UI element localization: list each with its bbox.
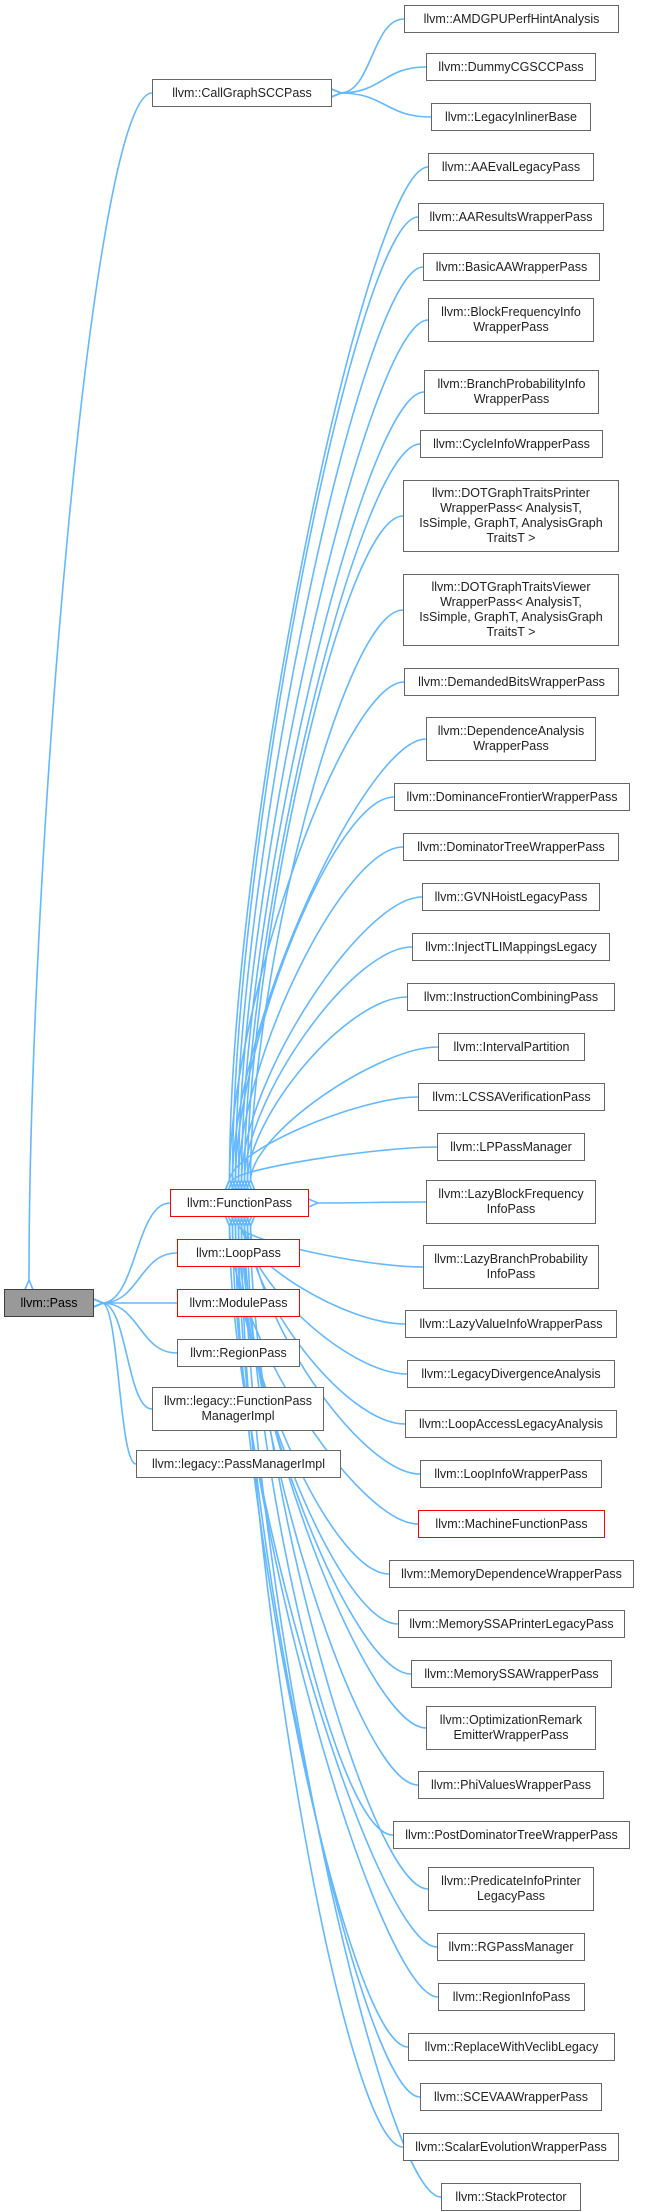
node-optimizationremarkemitterwrapperpass[interactable]: llvm::OptimizationRemark EmitterWrapperP… xyxy=(426,1706,596,1750)
edge-looppass-to-pass xyxy=(102,1252,178,1303)
edge-lcssaverif-to-functionpass xyxy=(230,1096,419,1181)
node-aaevallegacypass[interactable]: llvm::AAEvalLegacyPass xyxy=(428,153,594,181)
edge-domtree-to-functionpass xyxy=(239,846,404,1181)
node-modulepass[interactable]: llvm::ModulePass xyxy=(177,1289,300,1317)
node-dependenceanalysiswrapperpass[interactable]: llvm::DependenceAnalysis WrapperPass xyxy=(426,717,596,761)
node-functionpass[interactable]: llvm::FunctionPass xyxy=(170,1189,309,1217)
node-lazyvalueinfowrapperpass[interactable]: llvm::LazyValueInfoWrapperPass xyxy=(405,1310,617,1338)
edge-branchprob-to-functionpass xyxy=(242,391,425,1181)
node-legacydivergenceanalysis[interactable]: llvm::LegacyDivergenceAnalysis xyxy=(407,1360,615,1388)
node-dummycgsccpass[interactable]: llvm::DummyCGSCCPass xyxy=(426,53,596,81)
edge-memdep-to-functionpass xyxy=(233,1225,390,1575)
node-amdgpuperfhintanalysis[interactable]: llvm::AMDGPUPerfHintAnalysis xyxy=(404,5,619,33)
node-aaresultswrapperpass[interactable]: llvm::AAResultsWrapperPass xyxy=(418,203,604,231)
edge-domfrontier-to-functionpass xyxy=(236,796,395,1181)
edge-pmimpl-to-pass xyxy=(102,1303,137,1465)
node-stackprotector[interactable]: llvm::StackProtector xyxy=(441,2183,581,2211)
node-phivalueswrapperpass[interactable]: llvm::PhiValuesWrapperPass xyxy=(418,1771,604,1799)
node-postdominatortreewrapperpass[interactable]: llvm::PostDominatorTreeWrapperPass xyxy=(393,1821,630,1849)
node-dominancefrontierwrapperpass[interactable]: llvm::DominanceFrontierWrapperPass xyxy=(394,783,630,811)
node-regionpass[interactable]: llvm::RegionPass xyxy=(177,1339,300,1367)
edge-postdomtree-to-functionpass xyxy=(248,1225,394,1836)
node-dominatortreewrapperpass[interactable]: llvm::DominatorTreeWrapperPass xyxy=(403,833,619,861)
edge-gvnhoist-to-functionpass xyxy=(242,896,423,1181)
node-llvm-pass[interactable]: llvm::Pass xyxy=(4,1289,94,1317)
node-memoryssawrapperpass[interactable]: llvm::MemorySSAWrapperPass xyxy=(411,1660,612,1688)
node-demandedbitswrapperpass[interactable]: llvm::DemandedBitsWrapperPass xyxy=(404,668,619,696)
edge-fpmimpl-to-pass xyxy=(102,1303,153,1410)
node-legacyinlinerbase[interactable]: llvm::LegacyInlinerBase xyxy=(431,103,591,131)
node-dotgraphtraitsviewerwrapperpass[interactable]: llvm::DOTGraphTraitsViewer WrapperPass< … xyxy=(403,574,619,646)
edge-blockfreq-to-functionpass xyxy=(239,319,429,1181)
node-regioninfopass[interactable]: llvm::RegionInfoPass xyxy=(438,1983,585,2011)
node-predicateinfoprinterlegacypass[interactable]: llvm::PredicateInfoPrinter LegacyPass xyxy=(428,1867,594,1911)
edge-scevaa-to-functionpass xyxy=(239,1225,421,2098)
node-memoryssaprinterlegacypass[interactable]: llvm::MemorySSAPrinterLegacyPass xyxy=(398,1610,625,1638)
node-lcssaverificationpass[interactable]: llvm::LCSSAVerificationPass xyxy=(418,1083,605,1111)
node-cycleinfowrapperpass[interactable]: llvm::CycleInfoWrapperPass xyxy=(420,430,603,458)
edge-aaeval-to-functionpass xyxy=(230,166,429,1181)
edge-amdgpu-to-callgraphscc xyxy=(340,18,405,93)
node-legacy-passmanagerimpl[interactable]: llvm::legacy::PassManagerImpl xyxy=(136,1450,341,1478)
node-gvnhoistlegacypass[interactable]: llvm::GVNHoistLegacyPass xyxy=(422,883,600,911)
edge-lazyblockfreq-to-functionpass xyxy=(317,1202,427,1203)
edge-predinfo-to-functionpass xyxy=(251,1225,429,1890)
node-intervalpartition[interactable]: llvm::IntervalPartition xyxy=(438,1033,585,1061)
edge-lppm-to-functionpass xyxy=(233,1146,438,1181)
node-lppassmanager[interactable]: llvm::LPPassManager xyxy=(437,1133,585,1161)
node-looppass[interactable]: llvm::LoopPass xyxy=(177,1239,300,1267)
node-scevaawrapperpass[interactable]: llvm::SCEVAAWrapperPass xyxy=(420,2083,602,2111)
edge-dotviewer-to-functionpass xyxy=(251,609,404,1181)
node-rgpassmanager[interactable]: llvm::RGPassManager xyxy=(437,1933,585,1961)
node-lazyblockfrequencyinfopass[interactable]: llvm::LazyBlockFrequency InfoPass xyxy=(426,1180,596,1224)
edge-dummycg-to-callgraphscc xyxy=(340,66,427,93)
edge-aaresults-to-functionpass xyxy=(233,216,419,1181)
node-branchprobabilityinfowrapperpass[interactable]: llvm::BranchProbabilityInfo WrapperPass xyxy=(424,370,599,414)
node-dotgraphtraitsprinterwrapperpass[interactable]: llvm::DOTGraphTraitsPrinter WrapperPass<… xyxy=(403,480,619,552)
node-loopinfowrapperpass[interactable]: llvm::LoopInfoWrapperPass xyxy=(420,1460,602,1488)
edge-legacyinliner-to-callgraphscc xyxy=(340,93,432,118)
node-machinefunctionpass[interactable]: llvm::MachineFunctionPass xyxy=(418,1510,605,1538)
edge-dependence-to-functionpass xyxy=(233,738,427,1181)
node-blockfrequencyinfowrapperpass[interactable]: llvm::BlockFrequencyInfo WrapperPass xyxy=(428,298,594,342)
edge-basicaa-to-functionpass xyxy=(236,266,424,1181)
node-replacewithveclibLegacy[interactable]: llvm::ReplaceWithVeclibLegacy xyxy=(408,2033,615,2061)
edge-functionpass-to-pass xyxy=(102,1202,171,1303)
edge-demandedbits-to-functionpass xyxy=(230,681,405,1181)
edge-regionpass-to-pass xyxy=(102,1303,178,1354)
edge-intervalpart-to-functionpass xyxy=(251,1046,439,1181)
node-lazybranchprobabilityinfopass[interactable]: llvm::LazyBranchProbability InfoPass xyxy=(423,1245,599,1289)
node-legacy-functionpassmanagerimpl[interactable]: llvm::legacy::FunctionPass ManagerImpl xyxy=(152,1387,324,1431)
node-instructioncombiningpass[interactable]: llvm::InstructionCombiningPass xyxy=(407,983,615,1011)
node-memorydependencewrapperpass[interactable]: llvm::MemoryDependenceWrapperPass xyxy=(389,1560,634,1588)
node-scalarevolutionwrapperpass[interactable]: llvm::ScalarEvolutionWrapperPass xyxy=(403,2133,619,2161)
edge-callgraphscc-to-pass xyxy=(29,92,153,1281)
node-callgraphsccpass[interactable]: llvm::CallGraphSCCPass xyxy=(152,79,332,107)
edge-scalarevo-to-functionpass xyxy=(242,1225,404,2148)
node-basicaawrapperpass[interactable]: llvm::BasicAAWrapperPass xyxy=(423,253,600,281)
edge-dotprinter-to-functionpass xyxy=(248,515,404,1181)
node-injecttlimappingslegacy[interactable]: llvm::InjectTLIMappingsLegacy xyxy=(412,933,610,961)
edge-injecttli-to-functionpass xyxy=(245,946,413,1181)
node-loopaccesslegacyanalysis[interactable]: llvm::LoopAccessLegacyAnalysis xyxy=(405,1410,617,1438)
